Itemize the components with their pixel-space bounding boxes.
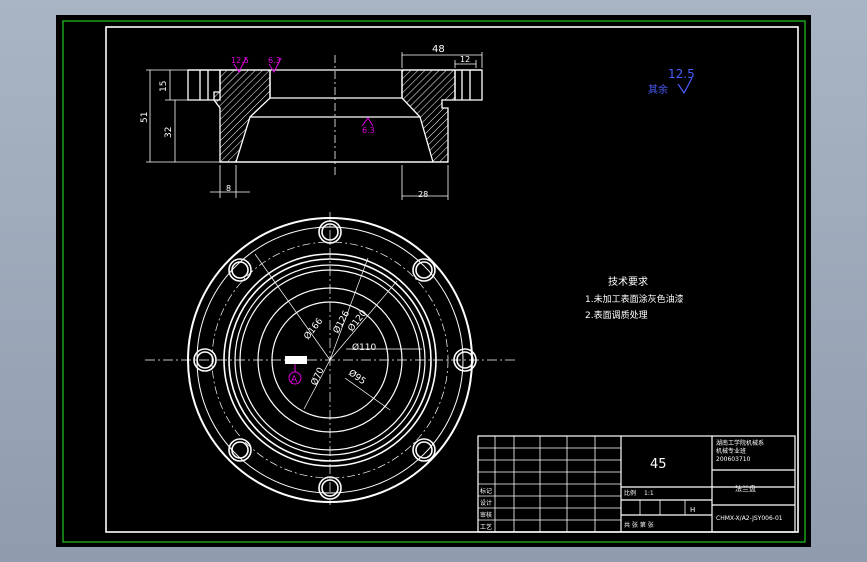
title-header-2: 机械专业班 [716,447,746,455]
sheet-outer-frame [62,20,806,543]
general-roughness-value: 12.5 [668,67,695,81]
technical-requirements: 技术要求 1.未加工表面涂灰色油漆 2.表面调质处理 [585,275,684,321]
roughness-12-5-label: 12.5 [231,56,249,65]
mark-h: H [690,506,695,514]
datum-a: A [285,356,307,385]
dim-32: 32 [164,127,174,138]
dim-15: 15 [159,81,169,92]
tech-req-item-2: 2.表面调质处理 [585,309,648,321]
scale-label: 比例 [624,489,636,497]
roughness-6-3-bore-label: 6.3 [362,126,375,135]
sheet-label: 共 张 第 张 [624,521,654,529]
title-header-3: 200603710 [716,456,751,463]
design-label: 设计 [480,499,492,507]
dim-phi110: Ø110 [352,342,377,353]
title-block [477,435,796,533]
general-roughness: 12.5 其余 [648,67,695,96]
check-label: 审核 [480,511,492,519]
mark-label: 标记 [480,487,492,495]
dim-48: 48 [432,44,445,55]
roughness-marks [233,57,374,127]
section-view [187,55,483,175]
title-header-1: 湖南工学院机械系 [716,439,764,447]
section-dimensions [146,52,483,200]
craft-label: 工艺 [480,523,492,531]
drawing-number: CHMX-X/A2-JSY006-01 [716,515,783,522]
drawing-border [105,26,799,533]
material-value: 45 [650,457,667,472]
tech-req-title: 技术要求 [608,275,648,288]
part-name: 法兰盘 [735,484,756,493]
scale-value: 1:1 [644,490,654,497]
dim-51: 51 [140,112,150,123]
dim-12: 12 [460,55,470,64]
general-roughness-label: 其余 [648,83,668,96]
datum-a-label: A [291,375,298,385]
dim-8: 8 [226,184,231,193]
tech-req-item-1: 1.未加工表面涂灰色油漆 [585,293,684,305]
plan-view [145,212,515,505]
roughness-6-3-top-label: 6.3 [268,56,281,65]
dim-28: 28 [418,190,428,199]
